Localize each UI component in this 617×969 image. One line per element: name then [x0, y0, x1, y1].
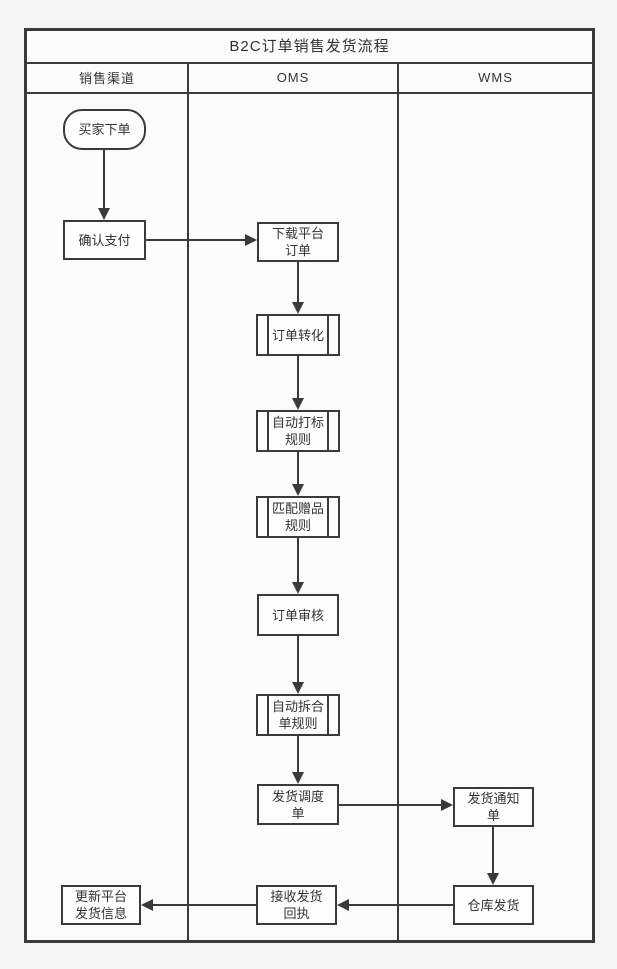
edge-gift-to-review	[297, 538, 299, 582]
edge-notice-to-warehouse	[492, 827, 494, 873]
node-ship-notice: 发货通知 单	[453, 787, 534, 827]
arrowhead-down-icon	[98, 208, 110, 220]
lane-header-wms: WMS	[478, 69, 513, 85]
node-download-order: 下载平台 订单	[257, 222, 339, 262]
arrowhead-down-icon	[292, 484, 304, 496]
lane-header-separator	[24, 92, 595, 94]
lane-divider-1	[187, 62, 189, 941]
edge-convert-to-autotag	[297, 356, 299, 398]
edge-warehouse-to-receipt	[349, 904, 453, 906]
lane-divider-2	[397, 62, 399, 941]
arrowhead-down-icon	[292, 772, 304, 784]
edge-buyer-to-confirm	[103, 150, 105, 208]
arrowhead-right-icon	[441, 799, 453, 811]
lane-header-sales-channel: 销售渠道	[78, 70, 135, 86]
node-gift-match: 匹配赠品 规则	[256, 496, 340, 538]
node-receive-receipt: 接收发货 回执	[256, 885, 337, 925]
node-confirm-pay: 确认支付	[63, 220, 146, 260]
node-auto-tag: 自动打标 规则	[256, 410, 340, 452]
edge-confirm-to-download	[146, 239, 245, 241]
node-buyer-order: 买家下单	[63, 109, 146, 150]
edge-autotag-to-gift	[297, 452, 299, 484]
edge-download-to-convert	[297, 262, 299, 302]
arrowhead-down-icon	[292, 302, 304, 314]
arrowhead-left-icon	[337, 899, 349, 911]
edge-split-to-dispatch	[297, 736, 299, 772]
title-separator	[24, 62, 595, 64]
node-order-review: 订单审核	[257, 594, 339, 636]
node-dispatch-order: 发货调度 单	[257, 784, 339, 825]
node-warehouse-ship: 仓库发货	[453, 885, 534, 925]
arrowhead-down-icon	[292, 682, 304, 694]
arrowhead-down-icon	[487, 873, 499, 885]
node-update-platform: 更新平台 发货信息	[61, 885, 141, 925]
edge-receipt-to-update	[153, 904, 256, 906]
arrowhead-left-icon	[141, 899, 153, 911]
node-split-merge: 自动拆合 单规则	[256, 694, 340, 736]
arrowhead-right-icon	[245, 234, 257, 246]
lane-header-oms: OMS	[276, 69, 310, 85]
arrowhead-down-icon	[292, 582, 304, 594]
edge-review-to-split	[297, 636, 299, 682]
node-order-convert: 订单转化	[256, 314, 340, 356]
diagram-title: B2C订单销售发货流程	[229, 37, 390, 55]
arrowhead-down-icon	[292, 398, 304, 410]
edge-dispatch-to-notice	[339, 804, 441, 806]
